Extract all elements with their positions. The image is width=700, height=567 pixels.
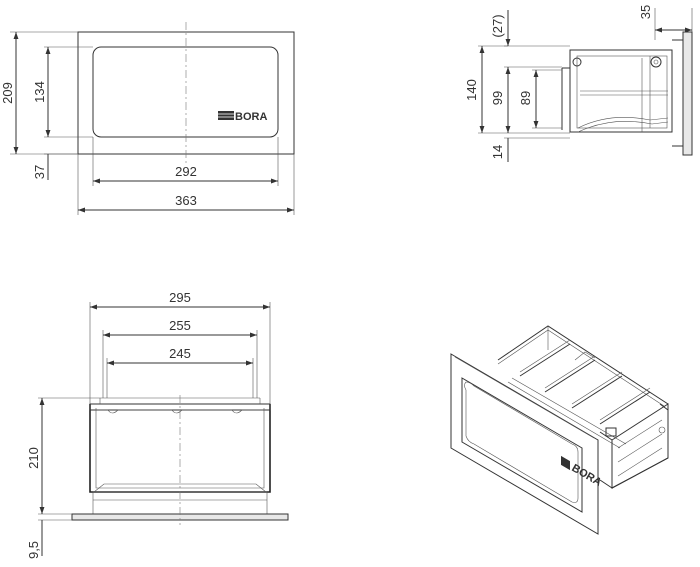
dim-front-inner-width: 292 bbox=[175, 164, 197, 179]
front-inner-opening bbox=[92, 46, 279, 138]
dim-side-flange: 35 bbox=[638, 5, 653, 19]
side-front-flange bbox=[682, 31, 693, 156]
iso-front-opening bbox=[461, 377, 583, 513]
dim-front-inner-height: 134 bbox=[32, 81, 47, 103]
iso-box-body bbox=[497, 325, 669, 489]
top-view: 295 255 245 210 9,5 bbox=[26, 290, 289, 559]
front-view: BORA 209 134 37 292 363 bbox=[0, 22, 295, 215]
dim-top-width-outer: 295 bbox=[169, 290, 191, 305]
dim-front-overall-width: 363 bbox=[175, 193, 197, 208]
dim-top-base-thickness: 9,5 bbox=[26, 541, 41, 559]
dim-side-inner-height: 89 bbox=[518, 91, 533, 105]
dim-side-height: 140 bbox=[464, 79, 479, 101]
front-logo-text: BORA bbox=[235, 111, 267, 123]
bora-logo-mark bbox=[218, 111, 234, 120]
front-bora-logo: BORA bbox=[218, 111, 267, 123]
dim-front-overall-height: 209 bbox=[0, 82, 15, 104]
dim-side-mid-height: 99 bbox=[490, 91, 505, 105]
iso-logo-mark bbox=[561, 455, 570, 471]
dim-side-top-offset: (27) bbox=[490, 14, 505, 37]
dim-top-width-mid: 255 bbox=[169, 318, 191, 333]
iso-front-frame bbox=[450, 353, 599, 535]
side-view: 35 (27) 140 99 89 14 bbox=[464, 5, 693, 162]
dim-top-width-inner: 245 bbox=[169, 346, 191, 361]
iso-view: BORA bbox=[450, 325, 669, 535]
side-body bbox=[569, 49, 673, 133]
dim-top-depth: 210 bbox=[26, 447, 41, 469]
dim-front-bottom-offset: 37 bbox=[32, 165, 47, 179]
dim-side-bottom-offset: 14 bbox=[490, 145, 505, 159]
